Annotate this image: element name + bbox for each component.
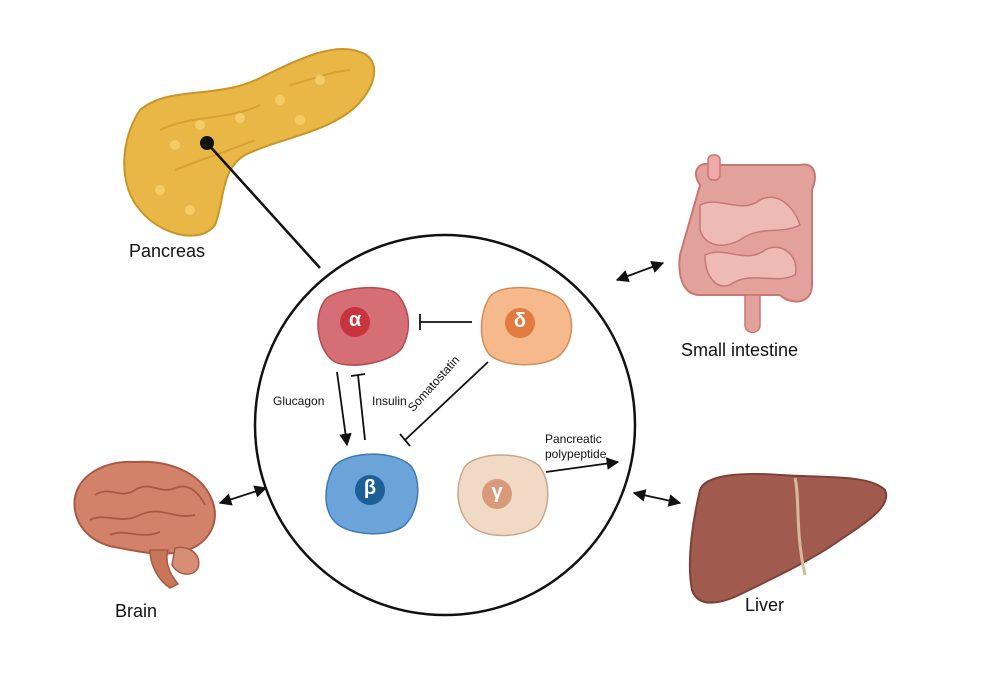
small-intestine-label: Small intestine bbox=[681, 340, 799, 360]
alpha-cell bbox=[317, 286, 410, 366]
delta-nucleus bbox=[505, 308, 535, 338]
alpha-nucleus bbox=[340, 307, 370, 337]
somatostatin-beta-inhibition bbox=[404, 361, 489, 441]
liver-label: Liver bbox=[745, 595, 785, 615]
inhibition-bar-beta bbox=[399, 433, 411, 447]
glucagon-arrow bbox=[336, 371, 352, 447]
inhibition-bar-insulin bbox=[350, 373, 366, 377]
insulin-inhibition bbox=[357, 374, 366, 441]
pancreatic-polypeptide-label-1: Pancreatic bbox=[545, 432, 602, 446]
brain-label: Brain bbox=[115, 601, 158, 621]
brain-arrow bbox=[218, 485, 268, 506]
delta-label: δ bbox=[513, 310, 527, 332]
pancreas-pointer-dot bbox=[200, 136, 214, 150]
pancreatic-polypeptide-label-2: polypeptide bbox=[545, 447, 607, 461]
beta-cell bbox=[325, 453, 419, 535]
beta-label: β bbox=[363, 477, 377, 499]
delta-cell bbox=[480, 286, 573, 366]
beta-nucleus bbox=[355, 475, 385, 505]
islet-circle bbox=[253, 233, 637, 617]
pancreatic-polypeptide-arrow bbox=[545, 457, 620, 473]
gamma-nucleus bbox=[482, 479, 512, 509]
insulin-label: Insulin bbox=[372, 394, 407, 408]
glucagon-label: Glucagon bbox=[273, 394, 325, 408]
alpha-label: α bbox=[348, 309, 362, 331]
gamma-label: γ bbox=[491, 481, 503, 503]
brain-illustration bbox=[73, 460, 216, 589]
liver-illustration bbox=[688, 472, 888, 604]
liver-arrow bbox=[632, 489, 682, 507]
pancreas-pointer-line bbox=[206, 142, 321, 269]
pancreas-illustration bbox=[123, 47, 376, 237]
gamma-cell bbox=[457, 454, 549, 537]
small-intestine-illustration bbox=[678, 154, 816, 334]
pancreas-label: Pancreas bbox=[129, 241, 206, 261]
intestine-arrow bbox=[615, 261, 665, 282]
